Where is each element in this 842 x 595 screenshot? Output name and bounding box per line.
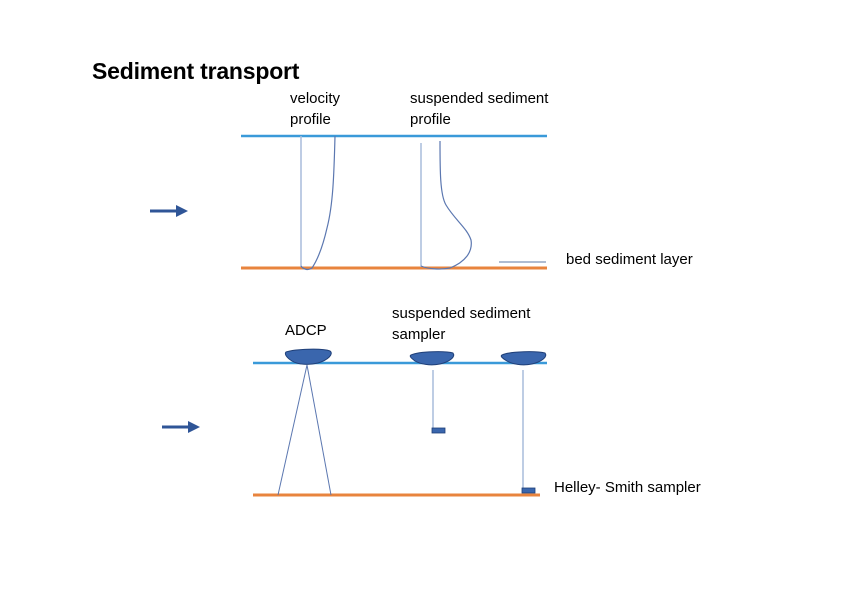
adcp-beam-right: [306, 364, 332, 496]
suspended-sampler-boat-icon: [409, 351, 455, 366]
bottom-panel: [162, 348, 547, 497]
bed-layer-label: bed sediment layer: [566, 251, 693, 268]
velocity-profile-label: velocity profile: [290, 90, 341, 128]
suspended-sampler-device: [431, 427, 446, 434]
helley-smith-boat-icon: [500, 351, 547, 366]
velocity-profile-curve: [300, 135, 336, 271]
helley-smith-label: Helley- Smith sampler: [554, 479, 701, 496]
adcp-label: ADCP: [285, 322, 327, 339]
top-panel: [150, 134, 547, 271]
adcp-boat-icon: [284, 348, 332, 365]
suspended-sampler-label: suspended sediment sampler: [392, 305, 531, 343]
suspended-profile-curve: [420, 140, 472, 270]
adcp-beam-left: [277, 364, 308, 496]
slide-title: Sediment transport: [92, 58, 300, 84]
helley-smith-device: [521, 487, 536, 494]
suspended-profile-label: suspended sediment profile: [410, 90, 549, 128]
